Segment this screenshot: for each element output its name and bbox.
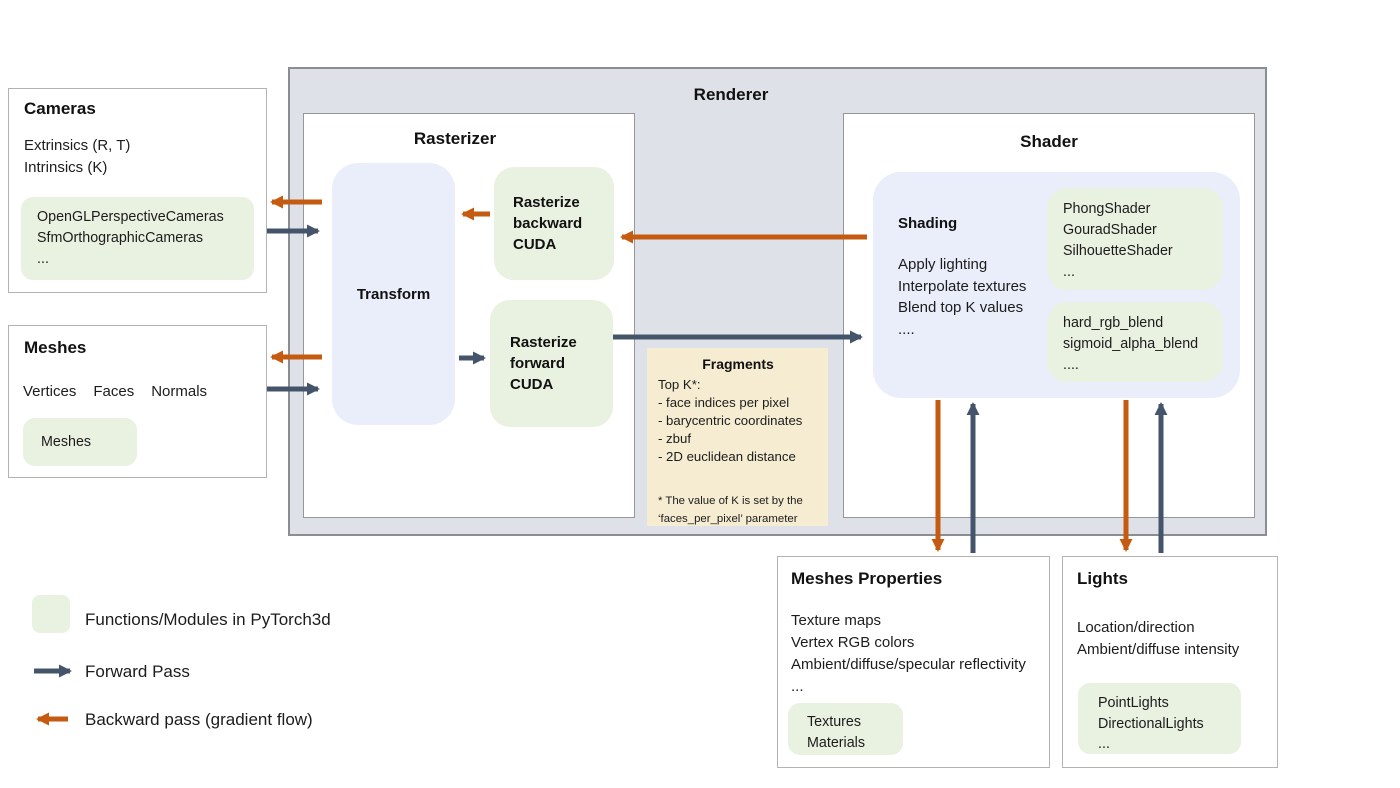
text-line: Faces	[93, 383, 135, 400]
text-line: Intrinsics (K)	[24, 158, 108, 176]
meshes-box: Meshes Vertices Faces Normals Meshes	[8, 325, 267, 478]
text-line: SfmOrthographicCameras	[37, 230, 204, 246]
shading-text: Shading Apply lighting Interpolate textu…	[898, 213, 1058, 340]
text-line: - face indices per pixel	[658, 395, 790, 410]
text-line: ...	[37, 251, 49, 267]
rasterize-forward-block: Rasterize forward CUDA	[490, 300, 613, 427]
meshes-properties-box: Meshes Properties Texture maps Vertex RG…	[777, 556, 1050, 768]
blend-functions-block: hard_rgb_blend sigmoid_alpha_blend ....	[1047, 302, 1223, 382]
text-line: Texture maps	[791, 612, 882, 629]
text-line: Rasterize	[513, 194, 580, 211]
text-line: ....	[898, 320, 915, 338]
meshes-module-chip: Meshes	[23, 418, 137, 466]
text-line: PhongShader	[1063, 201, 1151, 217]
legend-modules-label: Functions/Modules in PyTorch3d	[85, 610, 331, 629]
text-line: Extrinsics (R, T)	[24, 137, 131, 154]
transform-block: Transform	[332, 163, 455, 425]
camera-modules-chip: OpenGLPerspectiveCameras SfmOrthographic…	[21, 197, 254, 280]
text-line: Rasterize	[510, 334, 577, 351]
rasterize-backward-block: Rasterize backward CUDA	[494, 167, 614, 280]
text-line: Materials	[807, 734, 865, 751]
text-line: Blend top K values	[898, 299, 1024, 316]
text-line: backward	[513, 215, 583, 232]
text-line: ...	[1063, 264, 1075, 280]
meshes-title: Meshes	[24, 338, 87, 357]
text-line: Normals	[151, 383, 208, 400]
text-line: CUDA	[510, 376, 554, 393]
shading-title: Shading	[898, 215, 958, 232]
text-line: Location/direction	[1077, 619, 1195, 636]
text-line: - 2D euclidean distance	[658, 449, 796, 464]
text-line: Apply lighting	[898, 256, 988, 273]
meshes-properties-modules-chip: Textures Materials	[788, 703, 903, 755]
text-line: - zbuf	[658, 431, 691, 446]
text-line: Textures	[807, 714, 862, 730]
module-color-swatch	[32, 595, 70, 633]
lights-box: Lights Location/direction Ambient/diffus…	[1062, 556, 1278, 768]
text-line: CUDA	[513, 236, 557, 253]
text-line: Interpolate textures	[898, 277, 1027, 295]
shader-modules-block: PhongShader GouradShader SilhouetteShade…	[1047, 188, 1223, 290]
text-line: - barycentric coordinates	[658, 413, 803, 428]
text-line: Vertices	[23, 383, 77, 400]
fragments-title: Fragments	[702, 356, 774, 372]
fragments-footnote-line: * The value of K is set by the	[658, 495, 803, 507]
transform-label: Transform	[356, 285, 431, 303]
meshes-properties-title: Meshes Properties	[791, 569, 943, 588]
backward-arrow-icon	[36, 712, 68, 726]
text-line: sigmoid_alpha_blend	[1063, 336, 1199, 352]
legend-backward-label: Backward pass (gradient flow)	[85, 710, 313, 729]
text-line: SilhouetteShader	[1063, 243, 1173, 259]
text-line: Ambient/diffuse/specular reflectivity	[791, 656, 1026, 673]
text-line: ....	[1063, 357, 1079, 373]
shader-title: Shader	[1020, 132, 1078, 151]
text-line: Meshes	[41, 433, 92, 450]
text-line: DirectionalLights	[1098, 715, 1204, 732]
text-line: hard_rgb_blend	[1063, 315, 1164, 331]
cameras-box: Cameras Extrinsics (R, T) Intrinsics (K)…	[8, 88, 267, 293]
text-line: Vertex RGB colors	[791, 634, 915, 651]
text-line: Ambient/diffuse intensity	[1077, 640, 1240, 658]
text-line: ...	[1098, 736, 1110, 752]
cameras-title: Cameras	[24, 99, 96, 118]
renderer-title: Renderer	[693, 85, 769, 104]
rasterizer-title: Rasterizer	[413, 129, 497, 148]
lights-title: Lights	[1077, 569, 1128, 588]
text-line: Top K*:	[658, 377, 701, 392]
fragments-footnote-line: ‘faces_per_pixel’ parameter	[658, 513, 798, 525]
lights-modules-chip: PointLights DirectionalLights ...	[1078, 683, 1241, 754]
text-line: forward	[510, 355, 566, 372]
legend-forward-label: Forward Pass	[85, 662, 190, 681]
text-line: PointLights	[1098, 695, 1169, 711]
text-line: GouradShader	[1063, 222, 1157, 238]
text-line: ...	[791, 678, 804, 695]
forward-arrow-icon	[34, 664, 72, 678]
text-line: OpenGLPerspectiveCameras	[37, 209, 224, 225]
fragments-box: Fragments Top K*: - face indices per pix…	[647, 348, 828, 526]
